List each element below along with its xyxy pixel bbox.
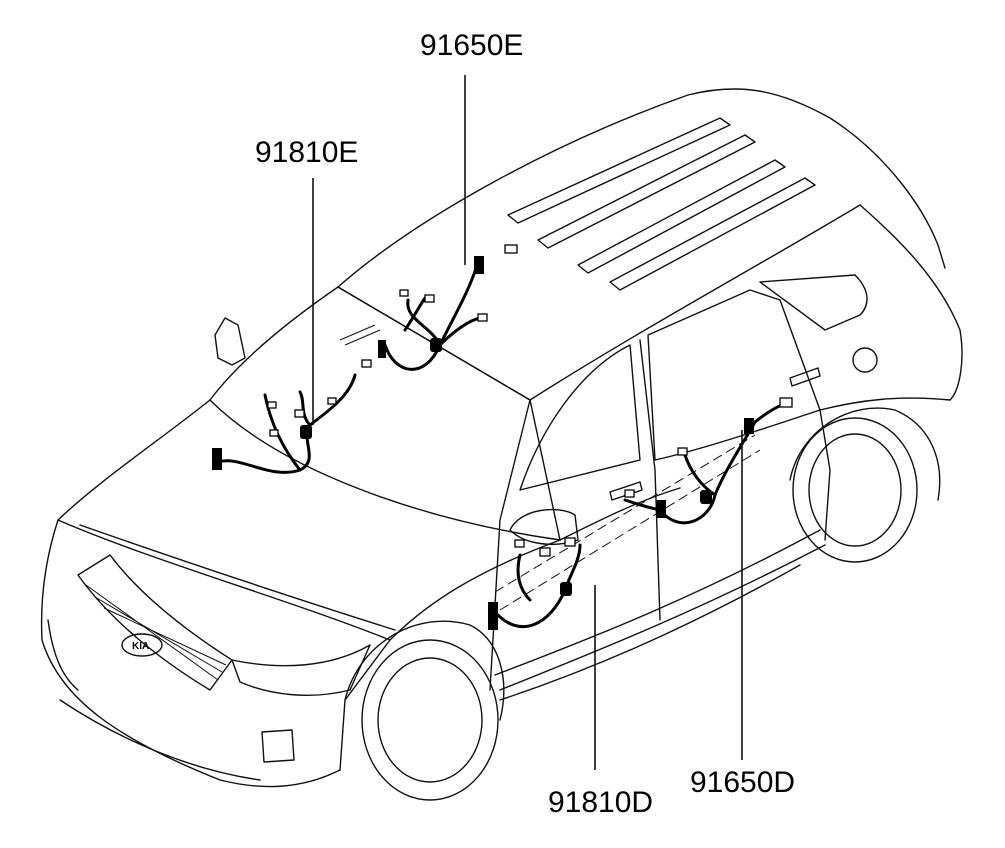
callout-91650D: 91650D xyxy=(690,766,795,799)
callout-91810E: 91810E xyxy=(255,136,358,169)
emblem-outline xyxy=(121,633,163,657)
leader-lines xyxy=(312,75,743,770)
vehicle-body xyxy=(40,88,963,801)
connectors xyxy=(212,244,793,630)
callout-91810D: 91810D xyxy=(548,786,653,819)
harness-front-wiring xyxy=(216,260,482,474)
harness-side-wiring xyxy=(493,400,792,629)
callout-91650E: 91650E xyxy=(420,29,523,62)
emblem-text: KIA xyxy=(132,641,149,652)
